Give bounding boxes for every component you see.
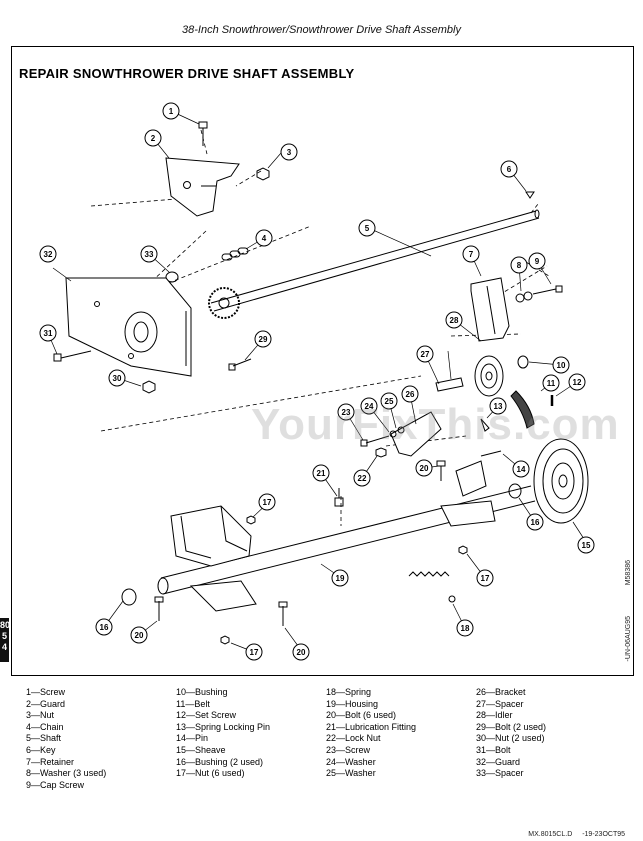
- callout-label-6: 6: [507, 165, 512, 174]
- callout-label-16: 16: [531, 518, 540, 527]
- legend-item: 18—Spring: [326, 687, 372, 697]
- legend-item: 16—Bushing (2 used): [176, 756, 264, 767]
- legend-item: 33—Spacer: [476, 768, 524, 779]
- legend-item: 7—Retainer: [26, 756, 75, 767]
- section-title: REPAIR SNOWTHROWER DRIVE SHAFT ASSEMBLY: [19, 66, 355, 81]
- callout-label-32: 32: [44, 250, 53, 259]
- legend-item: 28—Idler: [476, 710, 513, 721]
- callout-label-12: 12: [573, 378, 582, 387]
- legend-item: 22—Lock Nut: [326, 733, 381, 744]
- callout-label-19: 19: [336, 574, 345, 583]
- callout-label-4: 4: [262, 234, 267, 243]
- legend-item: 11—Belt: [176, 698, 210, 709]
- tab-line: 5: [1, 631, 7, 641]
- legend-item: 13—Spring Locking Pin: [176, 721, 271, 732]
- legend-item: 17—Nut (6 used): [176, 768, 245, 779]
- legend-item: 1—Screw: [26, 687, 66, 697]
- legend-item: 29—Bolt (2 used): [476, 721, 547, 732]
- legend-item: 9—Cap Screw: [26, 779, 85, 790]
- legend-item: 15—Sheave: [176, 744, 226, 755]
- callout-label-30: 30: [113, 374, 122, 383]
- callout-label-17: 17: [263, 498, 272, 507]
- legend-item: 10—Bushing: [176, 687, 228, 697]
- callout-label-24: 24: [365, 402, 374, 411]
- legend-item: 24—Washer: [326, 756, 376, 767]
- legend-item: 26—Bracket: [476, 687, 526, 697]
- callout-label-20c: 20: [420, 464, 429, 473]
- manual-code: MX.8015CL.D: [528, 831, 573, 838]
- callout-label-2: 2: [151, 134, 156, 143]
- legend-item: 31—Bolt: [476, 744, 511, 755]
- legend-item: 25—Washer: [326, 768, 376, 779]
- running-head: 38-Inch Snowthrower/Snowthrower Drive Sh…: [182, 24, 461, 36]
- legend-item: 6—Key: [26, 744, 56, 755]
- legend-item: 8—Washer (3 used): [26, 768, 107, 779]
- callout-label-7: 7: [469, 250, 474, 259]
- legend-item: 32—Guard: [476, 756, 521, 767]
- callout-label-28: 28: [450, 316, 459, 325]
- figure-code: M58386: [625, 560, 632, 586]
- callout-label-20: 20: [135, 631, 144, 640]
- callout-label-13: 13: [494, 402, 503, 411]
- callout-label-18: 18: [461, 624, 470, 633]
- callout-label-11: 11: [547, 379, 556, 388]
- legend-item: 21—Lubrication Fitting: [326, 721, 417, 732]
- callout-label-3: 3: [287, 148, 292, 157]
- callout-label-15: 15: [582, 541, 591, 550]
- callout-label-10: 10: [557, 361, 566, 370]
- callout-label-33: 33: [145, 250, 154, 259]
- callout-label-21: 21: [317, 469, 326, 478]
- callout-label-16b: 16: [100, 623, 109, 632]
- legend-item: 4—Chain: [26, 721, 64, 732]
- callout-label-29: 29: [259, 335, 268, 344]
- callout-label-9: 9: [535, 257, 540, 266]
- callout-label-17b: 17: [481, 574, 490, 583]
- watermark: YourFixThis.com: [251, 400, 620, 449]
- callout-label-22: 22: [358, 474, 367, 483]
- tab-line: 4: [1, 642, 7, 652]
- callout-label-5: 5: [365, 224, 370, 233]
- callout-label-23: 23: [342, 408, 351, 417]
- tab-line: 80: [0, 620, 11, 630]
- section-tab: 80 5 4: [0, 618, 11, 662]
- callout-label-8: 8: [517, 261, 522, 270]
- callout-label-1: 1: [169, 107, 174, 116]
- legend-item: 3—Nut: [26, 710, 55, 721]
- legend-item: 2—Guard: [26, 698, 66, 709]
- page-footer: MX.8015CL.D -19-23OCT95: [520, 831, 625, 838]
- callout-label-31: 31: [44, 329, 53, 338]
- legend-item: 23—Screw: [326, 744, 371, 755]
- legend-item: 12—Set Screw: [176, 710, 237, 721]
- legend-item: 5—Shaft: [26, 733, 62, 744]
- callout-label-27: 27: [421, 350, 430, 359]
- footer-date: -19-23OCT95: [582, 831, 625, 838]
- legend-item: 20—Bolt (6 used): [326, 710, 397, 721]
- callout-label-26: 26: [406, 390, 415, 399]
- callout-label-14: 14: [517, 465, 526, 474]
- figure-date-code: -UN-06AUG95: [625, 616, 632, 662]
- callout-label-25: 25: [385, 397, 394, 406]
- legend-item: 30—Nut (2 used): [476, 733, 545, 744]
- callout-label-20b: 20: [297, 648, 306, 657]
- figure-frame: [11, 46, 634, 676]
- legend-item: 27—Spacer: [476, 698, 524, 709]
- legend-item: 19—Housing: [326, 698, 379, 709]
- callout-label-17c: 17: [250, 648, 259, 657]
- exploded-parts-diagram: 1234567891011121314151617181920212223242…: [39, 102, 595, 661]
- legend-item: 14—Pin: [176, 733, 209, 744]
